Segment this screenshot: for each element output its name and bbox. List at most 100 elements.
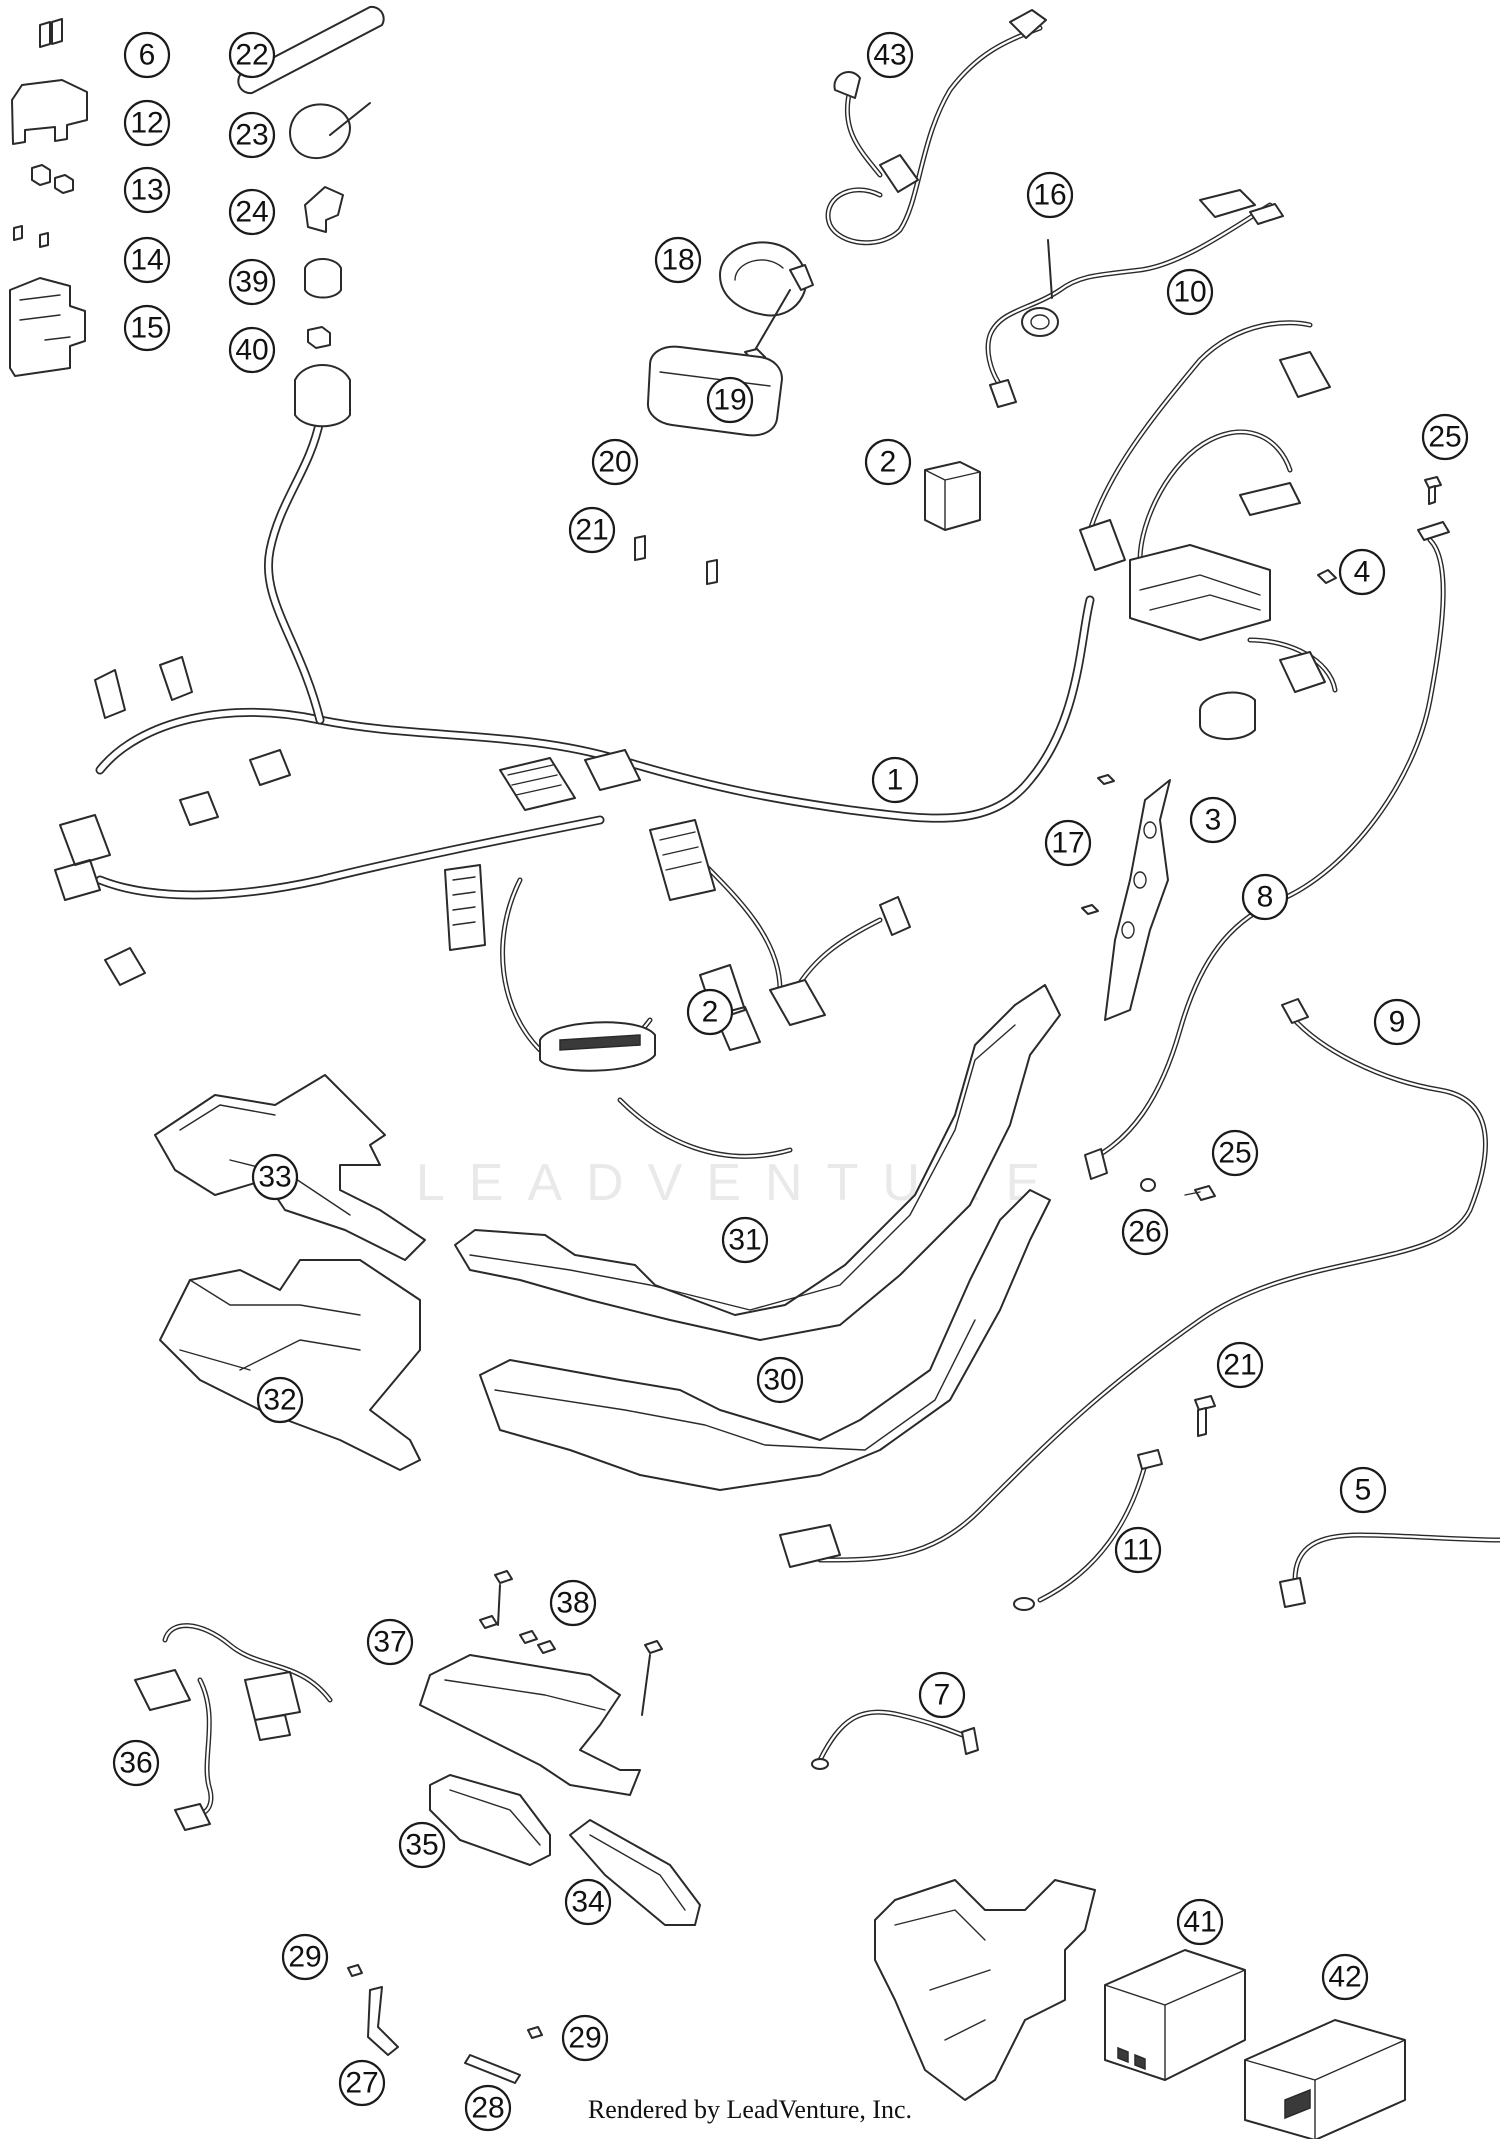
part-41-module: [1104, 1949, 1246, 2081]
part-3-bracket: [1081, 774, 1171, 1021]
callout-27: 27: [338, 2059, 386, 2107]
callout-42: 42: [1321, 1953, 1369, 2001]
render-credit: Rendered by LeadVenture, Inc.: [588, 2095, 912, 2124]
part-21-screw-right: [1194, 1395, 1216, 1437]
svg-text:26: 26: [1128, 1216, 1161, 1249]
callout-24: 24: [228, 188, 276, 236]
part-31-channel: [454, 984, 1061, 1341]
callout-32: 32: [256, 1376, 304, 1424]
part-43-sensor-cable: [825, 9, 1047, 246]
callout-40: 40: [228, 326, 276, 374]
callout-3: 3: [1189, 796, 1237, 844]
callout-21-right: 21: [1216, 1341, 1264, 1389]
callout-1: 1: [871, 756, 919, 804]
svg-text:16: 16: [1033, 179, 1066, 212]
part-5-cable: [1279, 1532, 1500, 1608]
svg-text:17: 17: [1051, 827, 1084, 860]
parts-group-top-middle-left: [237, 5, 385, 349]
callout-14: 14: [123, 236, 171, 284]
callout-38: 38: [549, 1579, 597, 1627]
svg-text:37: 37: [373, 1626, 406, 1659]
svg-text:11: 11: [1122, 1534, 1153, 1567]
svg-text:7: 7: [934, 1679, 951, 1712]
callout-34: 34: [564, 1878, 612, 1926]
svg-text:43: 43: [873, 39, 906, 72]
svg-text:20: 20: [598, 446, 631, 479]
svg-text:29: 29: [568, 2022, 601, 2055]
callout-39: 39: [228, 258, 276, 306]
callout-43: 43: [866, 31, 914, 79]
part-4-fuse-box-harness: [1079, 320, 1338, 741]
callout-41: 41: [1176, 1898, 1224, 1946]
svg-text:3: 3: [1205, 804, 1222, 837]
callout-37: 37: [366, 1618, 414, 1666]
callout-20: 20: [591, 438, 639, 486]
svg-text:2: 2: [880, 446, 897, 479]
callout-21-top: 21: [568, 506, 616, 554]
svg-text:6: 6: [139, 39, 156, 72]
callout-9: 9: [1373, 998, 1421, 1046]
svg-text:10: 10: [1173, 276, 1206, 309]
svg-text:35: 35: [405, 1829, 438, 1862]
svg-text:30: 30: [763, 1364, 796, 1397]
part-42-module: [1244, 2019, 1406, 2139]
callout-16: 16: [1026, 171, 1074, 219]
callout-26: 26: [1121, 1208, 1169, 1256]
part-11-cable: [1013, 1449, 1163, 1611]
svg-text:25: 25: [1218, 1137, 1251, 1170]
part-25-bolt-top: [1424, 476, 1442, 505]
parts-group-top-left: [9, 18, 88, 377]
callout-12: 12: [123, 99, 171, 147]
callout-10: 10: [1166, 268, 1214, 316]
svg-text:1: 1: [887, 764, 904, 797]
svg-text:27: 27: [345, 2067, 378, 2100]
part-29-27-28-small: [347, 1964, 543, 2084]
part-32-tray: [159, 1259, 421, 1471]
part-35-cover: [429, 1774, 551, 1866]
part-16-10-wire: [985, 189, 1284, 408]
svg-text:5: 5: [1355, 1474, 1372, 1507]
svg-text:24: 24: [235, 196, 268, 229]
callout-35: 35: [398, 1821, 446, 1869]
svg-text:40: 40: [235, 334, 268, 367]
callout-19: 19: [706, 376, 754, 424]
part-frame-bracket: [874, 1879, 1096, 2101]
part-8-battery-cable: [1084, 521, 1450, 1180]
svg-text:21: 21: [575, 514, 608, 547]
callout-36: 36: [112, 1739, 160, 1787]
part-1-main-harness: [54, 364, 1095, 1159]
callout-2-mid: 2: [686, 988, 734, 1036]
callout-29-left: 29: [281, 1933, 329, 1981]
svg-text:15: 15: [130, 312, 163, 345]
part-18-horn: [719, 241, 814, 362]
part-37-38-bracket: [419, 1570, 663, 1796]
callout-7: 7: [918, 1671, 966, 1719]
callout-13: 13: [123, 166, 171, 214]
svg-text:22: 22: [235, 39, 268, 72]
svg-text:12: 12: [130, 107, 163, 140]
svg-text:31: 31: [728, 1224, 761, 1257]
callout-18: 18: [654, 236, 702, 284]
svg-text:19: 19: [713, 384, 746, 417]
part-9-battery-cable: [779, 998, 1488, 1568]
callout-28: 28: [464, 2084, 512, 2132]
callout-2-top: 2: [864, 438, 912, 486]
callout-8: 8: [1241, 873, 1289, 921]
callout-4: 4: [1338, 548, 1386, 596]
svg-text:21: 21: [1223, 1349, 1256, 1382]
svg-text:34: 34: [571, 1886, 604, 1919]
svg-text:36: 36: [119, 1747, 152, 1780]
callout-25-top: 25: [1421, 413, 1469, 461]
svg-text:28: 28: [471, 2092, 504, 2125]
callout-23: 23: [228, 111, 276, 159]
callout-33: 33: [251, 1153, 299, 1201]
callout-22: 22: [228, 31, 276, 79]
svg-text:42: 42: [1328, 1961, 1361, 1994]
svg-text:38: 38: [556, 1587, 589, 1620]
callout-11: 11: [1114, 1526, 1162, 1574]
callout-25-mid: 25: [1211, 1129, 1259, 1177]
callout-29-right: 29: [561, 2014, 609, 2062]
part-36-sub-harness: [134, 1623, 333, 1831]
part-20-cover: [634, 345, 783, 585]
